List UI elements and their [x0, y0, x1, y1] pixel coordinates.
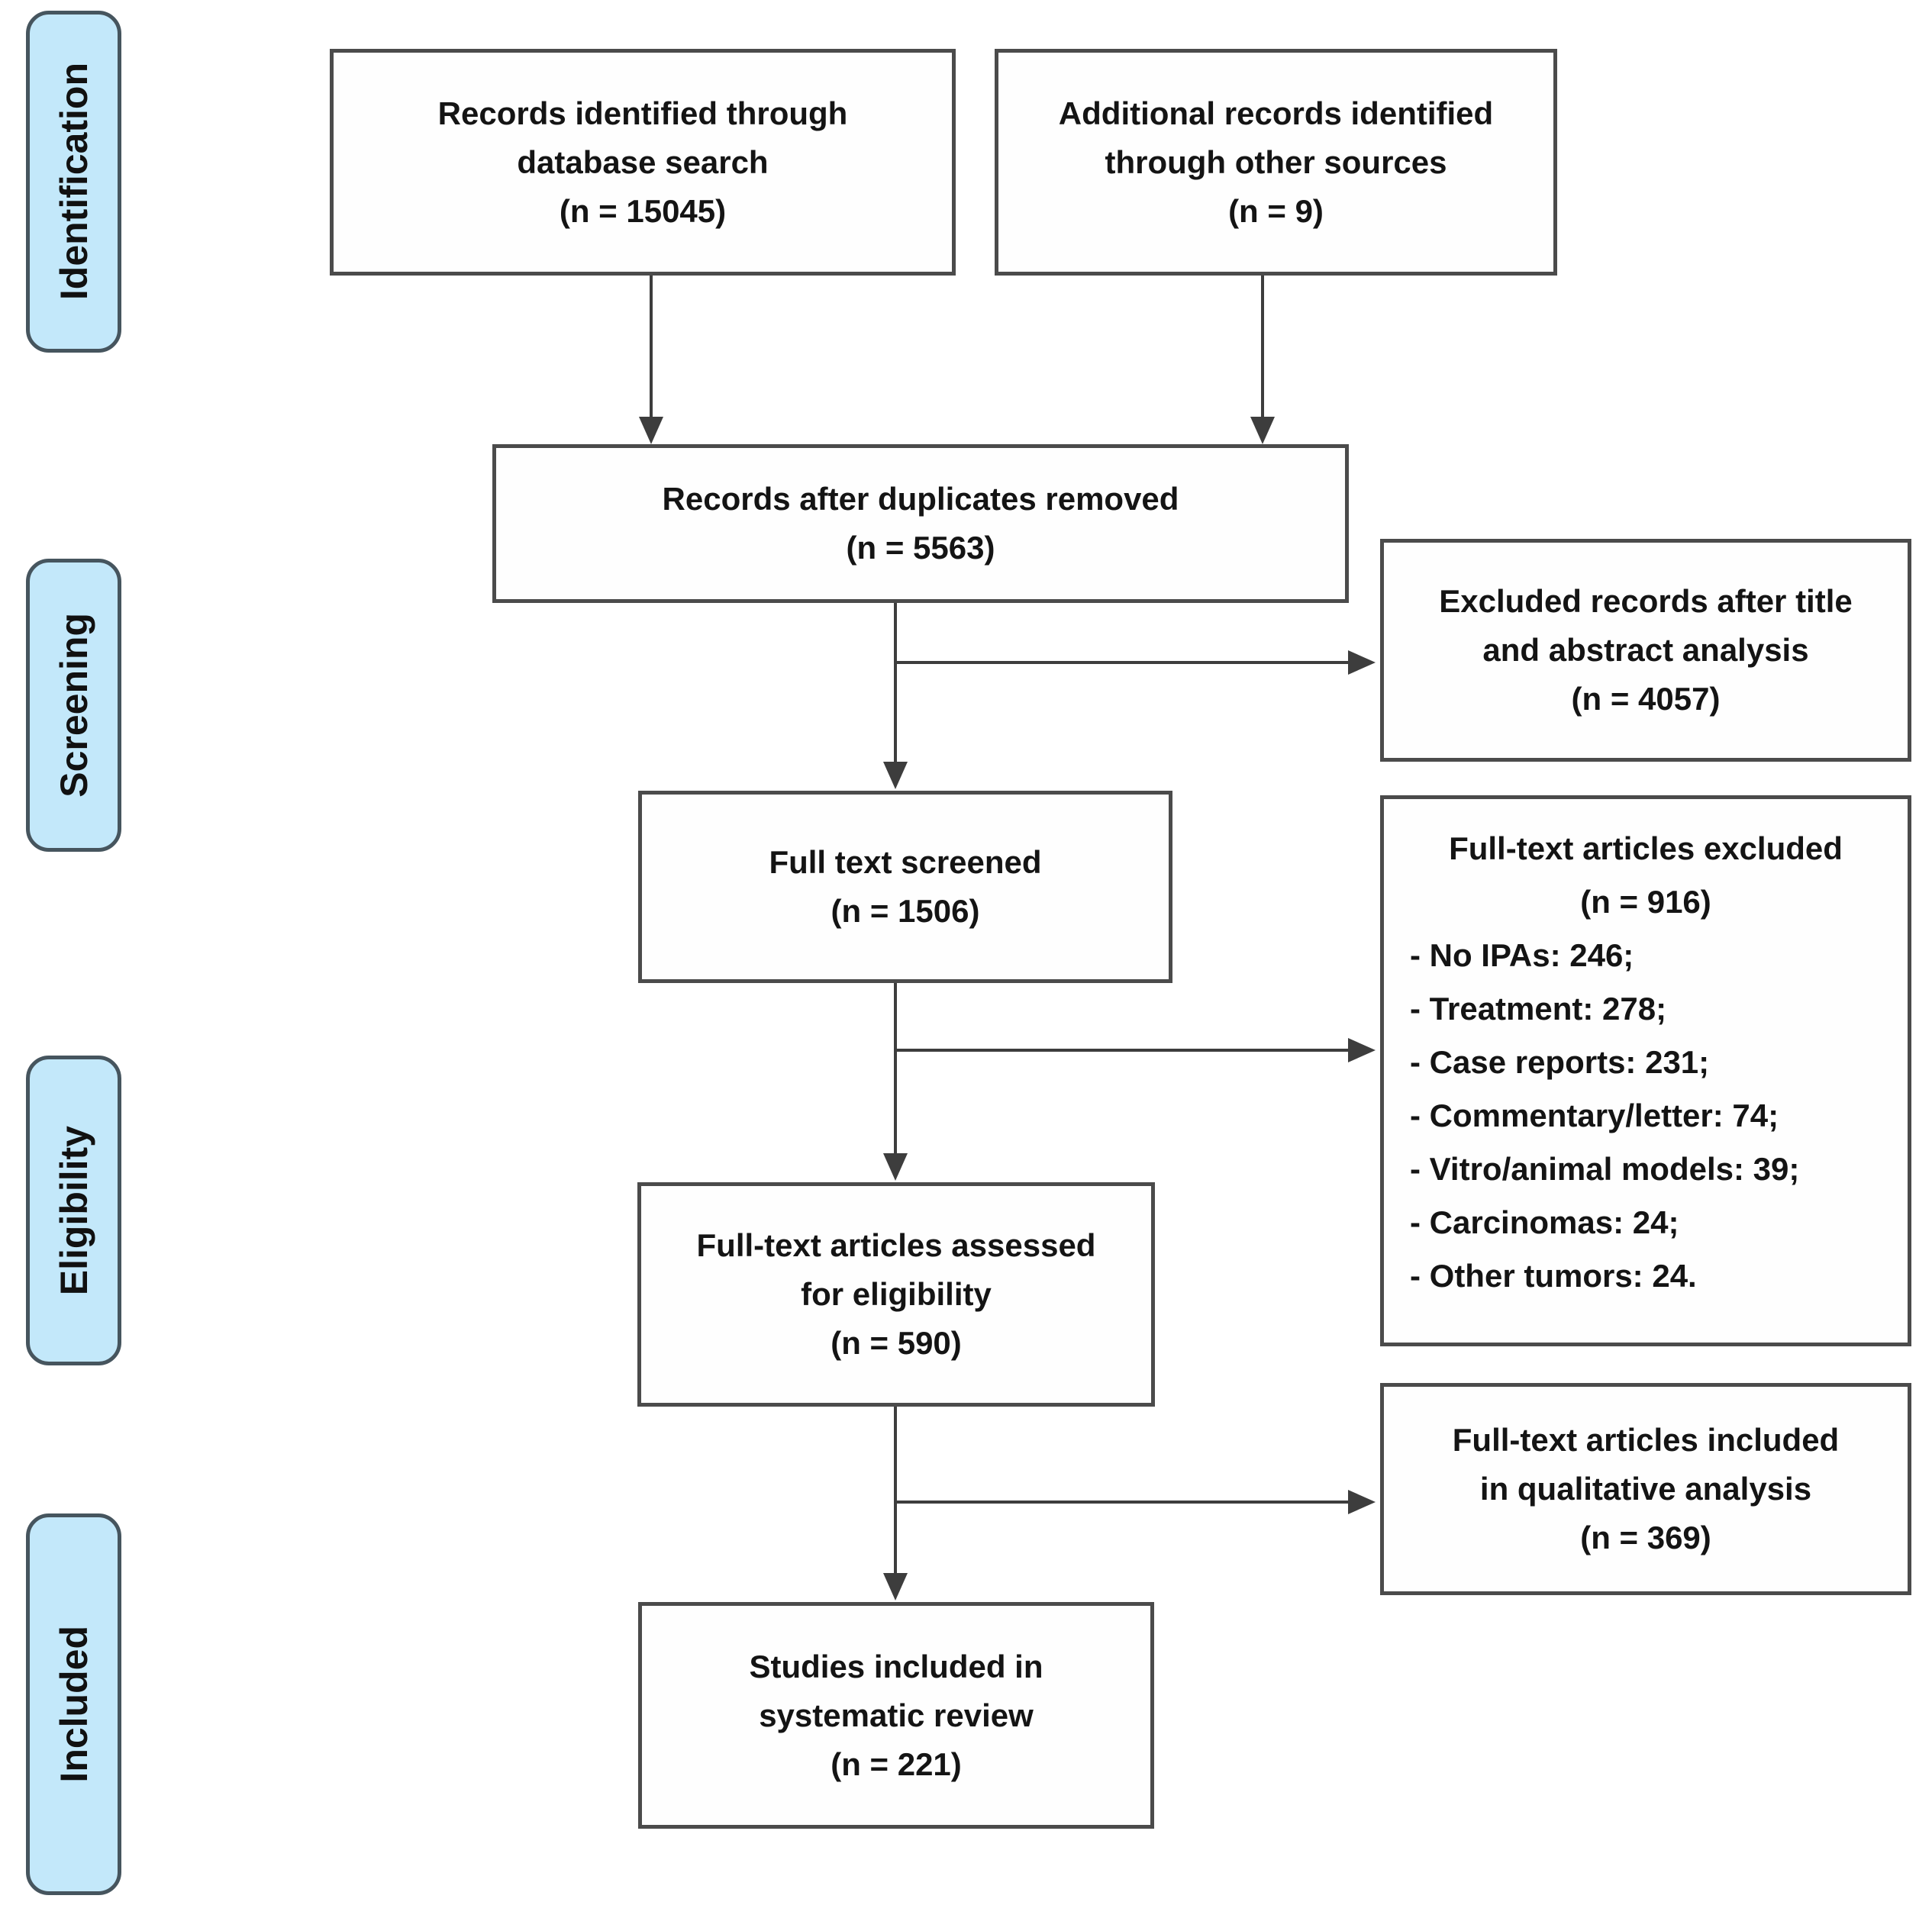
box-excluded-title-abstract-count: (n = 4057) [1571, 681, 1721, 717]
box-records-identified-count: (n = 15045) [559, 192, 727, 229]
stage-included: Included [26, 1513, 121, 1895]
arrow-dedup-to-excluded-line [895, 661, 1350, 664]
box-qualitative-analysis: Full-text articles included in qualitati… [1380, 1383, 1911, 1595]
stage-identification-label: Identification [52, 63, 95, 301]
box-fulltext-screened: Full text screened (n = 1506) [638, 791, 1172, 983]
arrow-screened-to-ftexcluded-head [1348, 1038, 1376, 1062]
box-assessed-eligibility-line1: Full-text articles assessed [696, 1227, 1096, 1263]
arrow-dedup-to-excluded-head [1348, 650, 1376, 675]
box-records-identified-line1: Records identified through [437, 95, 848, 131]
box-systematic-review-line2: systematic review [759, 1697, 1034, 1733]
box-qualitative-analysis-line2: in qualitative analysis [1479, 1471, 1812, 1507]
arrow-additional-to-dedup-head [1250, 417, 1275, 444]
arrow-additional-to-dedup-line [1261, 276, 1264, 420]
excluded-item-vitro-animal: - Vitro/animal models: 39; [1410, 1151, 1800, 1187]
arrow-screened-to-ftexcluded-line [895, 1049, 1350, 1052]
box-systematic-review-count: (n = 221) [831, 1746, 962, 1782]
box-additional-records-count: (n = 9) [1228, 192, 1324, 229]
arrow-identified-to-dedup-line [650, 276, 653, 420]
arrow-assessed-to-qualitative-line [895, 1501, 1350, 1504]
box-fulltext-excluded-title: Full-text articles excluded [1449, 830, 1843, 866]
box-additional-records: Additional records identified through ot… [995, 49, 1557, 276]
box-qualitative-analysis-count: (n = 369) [1580, 1520, 1711, 1555]
arrow-assessed-to-review-line [894, 1407, 897, 1575]
stage-included-label: Included [52, 1626, 95, 1783]
box-excluded-title-abstract: Excluded records after title and abstrac… [1380, 539, 1911, 762]
excluded-item-case-reports: - Case reports: 231; [1410, 1044, 1710, 1080]
stage-screening: Screening [26, 559, 121, 852]
box-duplicates-removed-line1: Records after duplicates removed [662, 481, 1179, 517]
excluded-item-other-tumors: - Other tumors: 24. [1410, 1258, 1697, 1294]
arrow-dedup-to-screened-head [883, 762, 908, 789]
stage-screening-label: Screening [52, 613, 95, 798]
arrow-dedup-to-screened-line [894, 603, 897, 763]
box-assessed-eligibility-count: (n = 590) [831, 1325, 962, 1361]
box-records-identified: Records identified through database sear… [330, 49, 956, 276]
arrow-screened-to-assessed-line [894, 983, 897, 1155]
excluded-item-carcinomas: - Carcinomas: 24; [1410, 1204, 1679, 1240]
box-fulltext-screened-count: (n = 1506) [831, 893, 980, 929]
box-additional-records-line1: Additional records identified [1058, 95, 1494, 131]
box-systematic-review-line1: Studies included in [749, 1648, 1043, 1684]
box-fulltext-excluded: Full-text articles excluded (n = 916) - … [1380, 795, 1911, 1346]
box-additional-records-line2: through other sources [1105, 143, 1447, 180]
box-qualitative-analysis-line1: Full-text articles included [1452, 1422, 1840, 1458]
box-duplicates-removed: Records after duplicates removed (n = 55… [492, 444, 1349, 603]
stage-identification: Identification [26, 11, 121, 353]
box-assessed-eligibility: Full-text articles assessed for eligibil… [637, 1182, 1155, 1407]
box-excluded-title-abstract-line1: Excluded records after title [1439, 583, 1853, 619]
excluded-item-commentary: - Commentary/letter: 74; [1410, 1098, 1779, 1133]
arrow-assessed-to-qualitative-head [1348, 1490, 1376, 1514]
box-fulltext-excluded-count: (n = 916) [1580, 884, 1711, 920]
excluded-item-no-ipas: - No IPAs: 246; [1410, 937, 1634, 973]
box-assessed-eligibility-line2: for eligibility [801, 1276, 992, 1312]
box-records-identified-line2: database search [517, 143, 769, 180]
box-fulltext-screened-line1: Full text screened [769, 844, 1042, 880]
arrow-identified-to-dedup-head [639, 417, 663, 444]
arrow-assessed-to-review-head [883, 1573, 908, 1600]
box-excluded-title-abstract-line2: and abstract analysis [1482, 632, 1809, 668]
box-duplicates-removed-count: (n = 5563) [846, 530, 995, 566]
arrow-screened-to-assessed-head [883, 1153, 908, 1181]
stage-eligibility-label: Eligibility [52, 1125, 95, 1296]
excluded-item-treatment: - Treatment: 278; [1410, 991, 1667, 1027]
box-fulltext-excluded-items: - No IPAs: 246; - Treatment: 278; - Case… [1384, 929, 1908, 1303]
stage-eligibility: Eligibility [26, 1056, 121, 1365]
box-systematic-review: Studies included in systematic review (n… [638, 1602, 1154, 1829]
